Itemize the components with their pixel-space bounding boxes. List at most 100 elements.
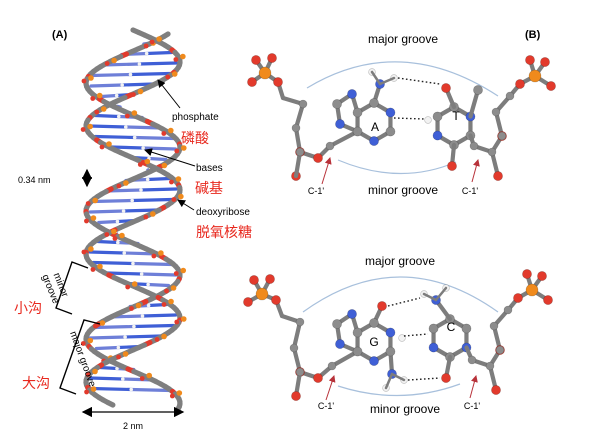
base-hydrogen	[139, 188, 143, 192]
phosphate-atom	[92, 197, 98, 204]
oxygen-atom	[104, 232, 110, 237]
base-rung	[137, 61, 178, 66]
base-rung	[88, 209, 126, 214]
phosphate-atom	[96, 92, 103, 99]
atom	[325, 141, 335, 151]
base-rung	[132, 323, 175, 329]
phosphate-pointer	[157, 79, 181, 109]
base-rung	[98, 365, 119, 371]
base-rung	[133, 135, 176, 141]
hydrogen-bond	[393, 117, 425, 120]
atom	[313, 153, 323, 163]
oxygen-atom	[84, 218, 89, 224]
at-c1-right-pointer	[471, 159, 480, 183]
oxygen-atom	[161, 302, 167, 307]
gc-base-pair: major groove minor groove G C C-1' C-1'	[243, 254, 553, 416]
base-rung	[141, 146, 178, 151]
phosphate-label: phosphate	[172, 112, 219, 123]
base-rung	[93, 113, 121, 119]
atom	[385, 327, 396, 338]
atom	[332, 99, 342, 109]
oxygen-atom	[81, 78, 87, 84]
atom	[424, 116, 432, 124]
atom	[467, 355, 477, 365]
atom	[332, 319, 342, 329]
bond	[329, 349, 360, 369]
oxygen-atom	[154, 337, 160, 342]
phosphate-atom	[97, 263, 103, 270]
phosphate-atom	[87, 337, 94, 344]
phosphate-atom	[175, 176, 182, 182]
base-hydrogen	[144, 51, 149, 56]
base-hydrogen	[128, 72, 133, 77]
base-hydrogen	[122, 251, 127, 255]
base-hydrogen	[115, 219, 120, 224]
gc-major-groove-label: major groove	[365, 254, 435, 268]
phosphate-atom	[178, 193, 184, 200]
base-rung	[145, 50, 174, 56]
adenine-label: A	[371, 120, 379, 134]
oxygen-atom	[124, 113, 130, 119]
bond	[378, 76, 396, 86]
phosphate-atom	[171, 71, 178, 77]
atom	[432, 130, 443, 141]
atom	[369, 136, 379, 146]
base-rung	[140, 272, 178, 277]
base-rung	[91, 260, 135, 266]
bond	[390, 372, 406, 382]
bond	[422, 292, 438, 302]
atom	[295, 147, 305, 157]
base-rung	[90, 386, 133, 392]
oxygen-atom	[116, 183, 122, 189]
base-hydrogen	[131, 261, 135, 266]
atom	[525, 55, 535, 65]
phosphate-atom	[170, 285, 177, 291]
atom	[537, 271, 547, 281]
atom	[335, 339, 345, 349]
base-rung	[105, 271, 144, 276]
at-molecule-model	[247, 53, 556, 181]
oxygen-atom	[94, 109, 100, 115]
base-rung	[88, 376, 125, 381]
phosphate-atom	[150, 211, 156, 217]
phosphate-atom	[123, 180, 129, 186]
phosphate-atom	[100, 106, 107, 112]
base-rung	[88, 124, 128, 129]
base-rung	[147, 156, 168, 162]
phosphate-atom	[161, 333, 167, 340]
gc-c1-left-pointer	[325, 375, 336, 401]
base-hydrogen	[139, 272, 144, 276]
hydrogen-bond	[407, 377, 441, 381]
atom	[352, 346, 363, 357]
atom	[428, 342, 439, 353]
gc-c1-right-pointer	[469, 375, 478, 399]
phosphate-atom	[111, 57, 117, 64]
atom	[352, 126, 363, 137]
base-rung	[94, 345, 120, 351]
guanine-label: G	[369, 335, 378, 349]
base-hydrogen	[146, 303, 151, 308]
oxygen-atom	[85, 201, 91, 206]
double-helix-model	[80, 27, 187, 412]
phosphate-atom	[135, 302, 142, 309]
oxygen-atom	[169, 393, 175, 399]
oxygen-atom	[174, 319, 180, 325]
atom	[515, 79, 525, 89]
atom	[352, 107, 363, 118]
base-rung	[91, 198, 134, 204]
atom	[441, 373, 451, 383]
base-rung	[92, 324, 136, 330]
panel-b-label: (B)	[525, 29, 541, 41]
oxygen-atom	[174, 148, 180, 154]
base-rung	[99, 93, 119, 99]
oxygen-atom	[81, 249, 87, 255]
base-rung	[128, 71, 172, 77]
base-hydrogen	[145, 177, 150, 182]
atom	[505, 91, 515, 101]
phosphate-atom	[87, 123, 93, 130]
oxygen-atom	[169, 179, 174, 185]
atom	[493, 171, 503, 181]
atom	[313, 373, 323, 383]
panel-b: (B) major groove minor groove A T C-1' C…	[243, 29, 556, 416]
oxygen-atom	[149, 39, 155, 45]
